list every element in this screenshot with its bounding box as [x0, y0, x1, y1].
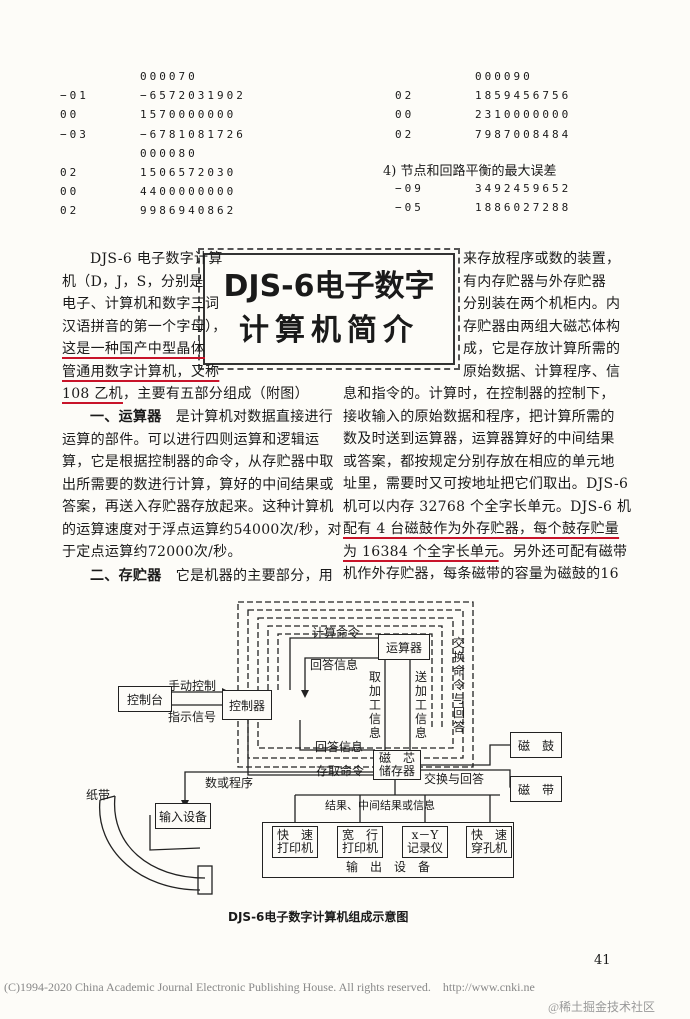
left-column-intro: DJS-6 电子数字计算机（D，J，S，分别是电子、计算机和数字三词汉语拼音的第…	[62, 248, 309, 406]
label-data-program: 数或程序	[205, 776, 254, 790]
right-underlined-1: 配有 4 台磁鼓作为外存贮器，每个鼓存贮量	[343, 521, 620, 537]
label-exchange-command: 交换命令与回答	[452, 636, 465, 734]
label-send-work: 送加工信息	[414, 670, 427, 740]
text-line: 机（D，J，S，分别是	[62, 273, 204, 290]
mantissa-cell: 1506572030	[140, 165, 237, 179]
fast-punch-box: 快 速穿孔机	[466, 826, 512, 858]
section-alu-heading: 一、运算器	[90, 409, 162, 425]
text-line: 电子、计算机和数字三词	[62, 296, 220, 312]
label-calc-command: 计算命令	[312, 626, 361, 640]
right-column-main: 息和指令的。计算时，在控制器的控制下， 接收输入的原始数据和程序，把计算所需的数及…	[343, 383, 631, 586]
text-line: 算，它是根据控制器的命令，从存贮器中取	[62, 454, 334, 470]
text-line: 或答案，都按规定分别存放在相应的单元地	[343, 453, 615, 470]
exponent-cell: −03	[60, 127, 89, 141]
watermark: @稀土掘金技术社区	[548, 1000, 656, 1014]
left-line-7: 108 乙机，主要有五部分组成（附图）	[62, 386, 309, 402]
exponent-cell: 00	[60, 185, 80, 199]
text-line: 机可以内存 32768 个全字长单元。DJS-6 机	[343, 498, 632, 515]
tape-box: 磁 带	[510, 776, 562, 802]
mantissa-cell: 1570000000	[140, 108, 237, 122]
right-table-heading: 4) 节点和回路平衡的最大误差	[383, 164, 557, 179]
mantissa-cell: −6781081726	[140, 127, 246, 141]
mantissa-cell: 000070	[140, 70, 198, 83]
copyright-footer: (C)1994-2020 China Academic Journal Elec…	[4, 980, 535, 994]
section-alu: 一、运算器 是计算机对数据直接进行 运算的部件。可以进行四则运算和逻辑运算，它是…	[62, 406, 342, 564]
article-title: DJS-6电子数字 计算机简介	[198, 248, 460, 370]
architecture-diagram: 控制台 控制器 运算器 磁 芯储存器 磁 鼓 磁 带 输入设备 输 出 设 备 …	[0, 590, 690, 910]
title-line-2: 计算机简介	[239, 313, 419, 348]
text-line: 答案，再送入存贮器存放起来。这种计算机	[62, 499, 334, 515]
exponent-cell: −01	[60, 89, 89, 103]
right-last-line: 机作外存贮器，每条磁带的容量为磁鼓的16	[343, 566, 619, 582]
exponent-cell: 00	[60, 108, 80, 122]
label-fetch-work: 取加工信息	[368, 670, 381, 740]
mantissa-cell: −6572031902	[140, 89, 246, 103]
right-underlined-2: 为 16384 个全字长单元。另外还可配有磁带	[343, 543, 628, 560]
text-line: 汉语拼音的第一个字母），	[62, 318, 227, 335]
text-line: 分别装在两个机柜内。内	[463, 296, 621, 312]
label-exchange-reply: 交换与回答	[424, 772, 485, 786]
alu-box: 运算器	[378, 634, 430, 660]
input-device-box: 输入设备	[155, 803, 211, 829]
label-indicator-signal: 指示信号	[168, 710, 217, 724]
exponent-cell: −05	[395, 201, 424, 215]
core-memory-box: 磁 芯储存器	[373, 750, 421, 780]
title-line-1: DJS-6电子数字	[223, 269, 435, 304]
text-line: 于定点运算约72000次/秒。	[62, 544, 242, 560]
text-line: 运算的部件。可以进行四则运算和逻辑运	[62, 431, 320, 448]
text-line: 存贮器由两组大磁芯体构	[463, 318, 621, 335]
left-underlined-2: 管通用数字计算机，又称	[62, 363, 220, 380]
mantissa-cell: 2310000000	[475, 108, 572, 122]
label-manual-control: 手动控制	[168, 679, 217, 693]
text-line: 的运算速度对于浮点运算约54000次/秒，对	[62, 521, 342, 538]
label-paper-tape: 纸带	[86, 788, 111, 802]
page-number: 41	[594, 953, 611, 968]
mantissa-cell: 000080	[140, 146, 198, 160]
right-column-top: 来存放程序或数的装置， 有内存贮器与外存贮器分别装在两个机柜内。内存贮器由两组大磁…	[463, 248, 620, 383]
text-line: DJS-6 电子数字计算	[90, 251, 223, 267]
label-results: 结果、中间结果或信息	[325, 799, 435, 812]
label-store-command: 存取命令	[316, 764, 365, 778]
text-line: 出所需要的数进行计算，算好的中间结果或	[62, 476, 334, 493]
exponent-cell: 00	[395, 108, 415, 122]
paper-tape-drawing	[99, 795, 213, 895]
text-line: 接收输入的原始数据和程序，把计算所需的	[343, 408, 615, 425]
mantissa-cell: 1886027288	[475, 201, 572, 215]
text-line: 来存放程序或数的装置，	[463, 251, 621, 267]
text-line: 原始数据、计算程序、信	[463, 363, 621, 380]
section-memory: 二、存贮器 它是机器的主要部分，用	[90, 568, 334, 584]
mantissa-cell: 3492459652	[475, 182, 572, 195]
exponent-cell: 02	[395, 127, 415, 141]
drum-box: 磁 鼓	[510, 732, 562, 758]
mantissa-cell: 7987008484	[475, 127, 572, 141]
mantissa-cell: 000090	[475, 70, 533, 83]
text-line: 息和指令的。计算时，在控制器的控制下，	[343, 386, 615, 402]
text-line: 成，它是存放计算所需的	[463, 341, 621, 357]
exponent-cell: −09	[395, 182, 424, 195]
text-line: 址里，需要时又可按地址把它们取出。DJS-6	[343, 476, 629, 492]
mantissa-cell: 1859456756	[475, 89, 572, 103]
left-underlined-1: 这是一种国产中型晶体	[62, 341, 205, 357]
wide-printer-box: 宽 行打印机	[337, 826, 383, 858]
exponent-cell: 02	[60, 204, 80, 218]
mantissa-cell: 4400000000	[140, 185, 237, 199]
console-box: 控制台	[118, 686, 172, 712]
mantissa-cell: 9986940862	[140, 204, 237, 218]
fast-printer-box: 快 速打印机	[272, 826, 318, 858]
label-reply-info-top: 回答信息	[310, 658, 359, 672]
section-memory-heading: 二、存贮器	[90, 568, 162, 584]
label-reply-info-mid: 回答信息	[315, 740, 364, 754]
controller-box: 控制器	[222, 690, 272, 720]
text-line: 数及时送到运算器，运算器算好的中间结果	[343, 431, 615, 447]
figure-caption: DJS-6电子数字计算机组成示意图	[228, 910, 409, 924]
exponent-cell: 02	[395, 89, 415, 103]
text-line: 有内存贮器与外存贮器	[463, 273, 606, 290]
exponent-cell: 02	[60, 165, 80, 179]
